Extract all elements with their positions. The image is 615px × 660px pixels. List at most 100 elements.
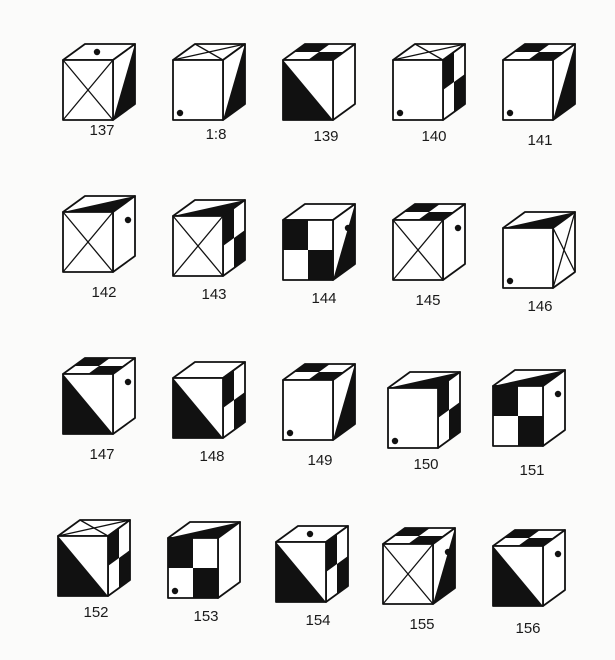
right-black-quarter [223,208,234,246]
cube-figure-1:8 [172,43,246,121]
cube-figure-145 [392,203,466,281]
right-black-triangle [113,44,135,120]
right-black-triangle [333,204,355,280]
right-black-quarter [326,534,337,572]
front-black-quarter [308,250,333,280]
front-outline [57,535,109,597]
cube-number-label: 150 [413,456,439,473]
dot-marker [506,109,514,117]
cube-figure-153 [167,521,241,599]
cube-figure-141 [502,43,576,121]
front-outline [392,59,444,121]
dot-marker [506,277,514,285]
cube-number-label: 140 [421,128,447,145]
front-outline [282,59,334,121]
cube-figure-144 [282,203,356,281]
cube-number-label: 141 [527,132,553,149]
right-diagonal [552,211,576,289]
front-diagonal [172,215,224,277]
dot-marker [124,216,132,224]
front-outline [62,59,114,121]
cube-figure-151 [492,369,566,447]
front-face-9 [503,228,553,288]
front-diagonal [62,211,114,273]
front-black-triangle [63,374,113,434]
right-black-quarter [449,402,460,440]
front-outline [275,541,327,603]
front-black-triangle [173,378,223,438]
right-face-5 [113,196,135,272]
cube-number-label: 144 [311,290,337,307]
front-black-quarter [493,386,518,416]
front-outline [502,227,554,289]
dot-marker [171,587,179,595]
cube-figure-156 [492,529,566,607]
front-diagonal [392,219,444,281]
front-outline [282,219,334,281]
cube-figure-154 [275,525,349,603]
front-diagonal [62,59,114,121]
front-black-triangle [58,536,108,596]
front-outline [392,219,444,281]
front-outline [167,537,219,599]
right-black-quarter [443,52,454,90]
top-diagonal [57,519,131,537]
front-outline [387,387,439,449]
cube-figure-149 [282,363,356,441]
front-face-12 [283,380,333,440]
cube-number-label: 152 [83,604,109,621]
front-face-3 [393,60,443,120]
cube-figure-143 [172,199,246,277]
cube-number-label: 145 [415,292,441,309]
front-outline [382,543,434,605]
right-black-triangle [553,44,575,120]
right-black-triangle [223,44,245,120]
dot-marker [176,109,184,117]
cube-number-label: 154 [305,612,331,629]
dot-marker [454,224,462,232]
right-black-quarter [119,550,130,588]
cube-number-label: 146 [527,298,553,315]
front-black-quarter [193,568,218,598]
top-diagonal [172,43,246,61]
top-diagonal [392,43,466,61]
right-black-quarter [454,74,465,112]
front-outline [282,379,334,441]
right-face-19 [543,530,565,606]
cube-number-label: 137 [89,122,115,139]
right-black-triangle [333,364,355,440]
right-black-quarter [234,392,245,430]
right-black-quarter [438,380,449,418]
cube-figure-137 [62,43,136,121]
right-face-8 [443,204,465,280]
front-outline [172,59,224,121]
front-outline [62,373,114,435]
dot-marker [93,48,101,56]
front-outline [492,545,544,607]
front-black-quarter [168,538,193,568]
right-black-quarter [108,528,119,566]
right-face-2 [333,44,355,120]
front-face-4 [503,60,553,120]
front-face-13 [388,388,438,448]
right-black-quarter [234,230,245,268]
cube-number-label: 139 [313,128,339,145]
dot-marker [306,530,314,538]
front-outline [502,59,554,121]
dot-marker [444,548,452,556]
dot-marker [286,429,294,437]
dot-marker [124,378,132,386]
cube-number-label: 148 [199,448,225,465]
cube-number-label: 151 [519,462,545,479]
cube-number-label: 147 [89,446,115,463]
cube-figure-146 [502,211,576,289]
cube-number-label: 142 [91,284,117,301]
cube-number-label: 156 [515,620,541,637]
cube-figure-150 [387,371,461,449]
right-black-quarter [223,370,234,408]
dot-marker [344,224,352,232]
front-outline [492,385,544,447]
front-black-triangle [283,60,333,120]
dot-marker [554,550,562,558]
